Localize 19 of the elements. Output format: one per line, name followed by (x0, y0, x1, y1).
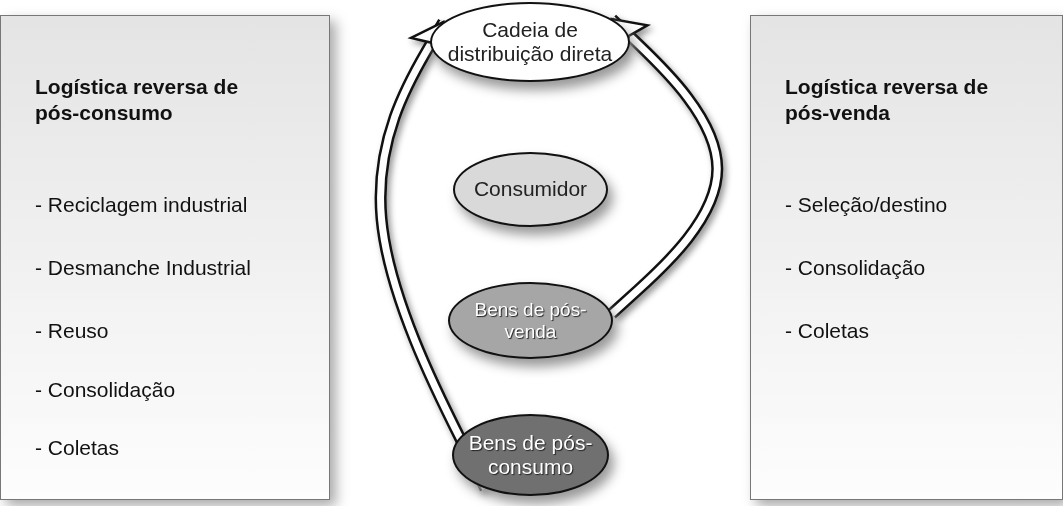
list-item: - Reuso (35, 319, 110, 343)
panel-box (750, 15, 1063, 500)
list-item: - Consolidação (785, 256, 927, 280)
list-item: - Consolidação (35, 378, 177, 402)
node-label: Consumidor (473, 177, 588, 202)
ellipse-node (430, 2, 630, 82)
node-label: Bens de pós-consumo (468, 430, 593, 480)
panel-heading: Logística reversa de pós-consumo (35, 74, 240, 127)
list-item: - Coletas (35, 436, 121, 460)
panel-heading: Logística reversa de pós-venda (785, 74, 990, 127)
node-label: Bens de pós-venda (473, 298, 588, 343)
list-item: - Coletas (785, 319, 871, 343)
list-item: - Desmanche Industrial (35, 256, 252, 280)
ellipse-node (453, 152, 608, 227)
ellipse-node (452, 414, 609, 496)
list-item: - Reciclagem industrial (35, 193, 249, 217)
panel-box (0, 15, 330, 500)
list-item: - Seleção/destino (785, 193, 949, 217)
node-label: Cadeia de distribuição direta (446, 17, 614, 67)
